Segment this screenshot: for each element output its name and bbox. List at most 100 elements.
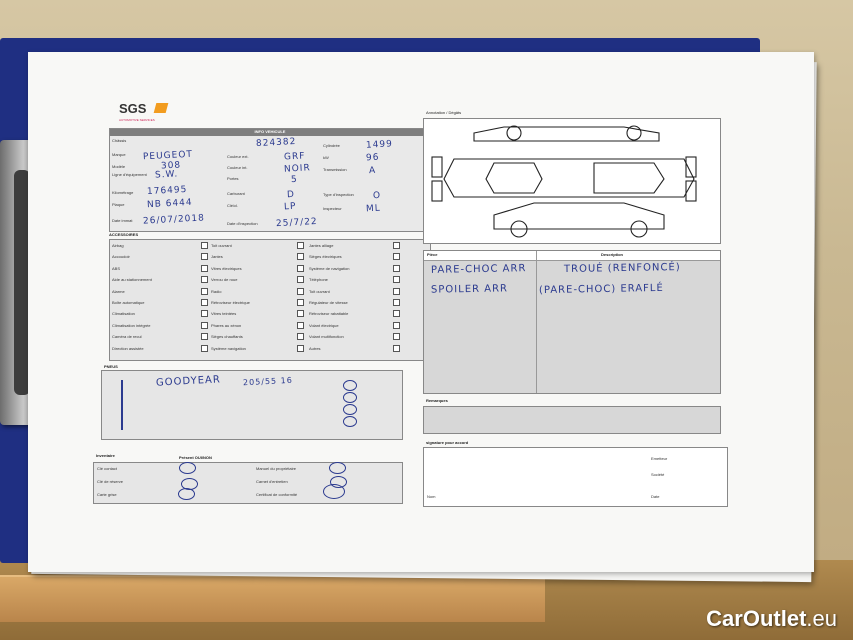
car-outline-diagram	[431, 125, 697, 238]
accessory-label: Radio	[211, 288, 222, 294]
accessory-checkbox[interactable]	[297, 287, 304, 295]
accessory-checkbox[interactable]	[297, 264, 304, 272]
label-ligne: Ligne d'équipement	[112, 172, 147, 177]
accessory-checkbox[interactable]	[297, 299, 304, 306]
accessory-checkbox[interactable]	[201, 333, 208, 341]
accessoires-header: ACCESSOIRES	[109, 232, 139, 237]
hw-type-insp: O	[372, 190, 382, 202]
label-marque: Marque	[112, 152, 126, 157]
accessory-label: Volant multifonction	[309, 334, 344, 340]
hw-cle: LP	[283, 201, 297, 213]
accessory-label: Toit ouvrant	[211, 243, 232, 248]
inv-carnet: Carnet d'entretien	[256, 479, 288, 484]
accessory-checkbox[interactable]	[201, 242, 208, 249]
accessory-checkbox[interactable]	[201, 344, 208, 352]
accessory-label: Alarme	[112, 288, 125, 294]
accessory-label: Phares au xénon	[211, 322, 242, 328]
accessory-checkbox[interactable]	[393, 333, 400, 341]
label-type-insp: Type d'inspection	[323, 192, 354, 197]
hw-damage1-desc: TROUÉ (RENFONCÉ)	[563, 261, 681, 276]
accessory-checkbox[interactable]	[297, 321, 304, 329]
accessory-label: Vitres teintées	[211, 311, 237, 317]
accessory-label: Airbag	[112, 243, 124, 248]
accessory-checkbox[interactable]	[297, 310, 304, 318]
signature-header: signature pour accord	[426, 440, 469, 445]
hw-carburant: D	[286, 189, 296, 201]
label-chassis: Châssis	[112, 138, 127, 143]
annotation-header: Annotation / Dégâts	[426, 110, 462, 115]
hw-inspecteur: ML	[365, 203, 382, 215]
inv-certificat: Certificat de conformité	[256, 492, 298, 497]
vehicle-info-block: INFO VEHICULE	[109, 128, 431, 232]
accessory-label: ABS	[112, 265, 121, 271]
present-header: Présent OUI/NON	[179, 455, 212, 460]
accessory-checkbox[interactable]	[201, 264, 208, 272]
inv-circle-1	[179, 462, 196, 474]
accessory-label: Jantes	[211, 254, 223, 260]
label-transmission: Transmission	[323, 167, 347, 172]
hw-ligne: S.W.	[154, 169, 179, 181]
accessory-checkbox[interactable]	[297, 344, 304, 352]
accessory-checkbox[interactable]	[201, 276, 208, 284]
accessory-checkbox[interactable]	[393, 344, 400, 352]
accessory-label: Climatisation	[112, 311, 135, 317]
accessory-checkbox[interactable]	[393, 299, 400, 306]
caroutlet-watermark: CarOutlet.eu	[706, 606, 837, 631]
accessory-checkbox[interactable]	[201, 310, 208, 318]
accessory-label: Vitres électriques	[211, 265, 242, 271]
accessory-checkbox[interactable]	[201, 253, 208, 261]
accessory-checkbox[interactable]	[393, 310, 400, 318]
inventory-block	[93, 462, 403, 504]
accessory-checkbox[interactable]	[297, 253, 304, 261]
hw-cylindree: 1499	[365, 139, 394, 151]
accessory-checkbox[interactable]	[393, 276, 400, 284]
accessory-checkbox[interactable]	[297, 242, 304, 249]
accessory-checkbox[interactable]	[201, 299, 208, 306]
tire-circle-1	[343, 380, 357, 391]
hw-transmission: A	[368, 165, 377, 177]
accessory-checkbox[interactable]	[201, 287, 208, 295]
label-kw: kW	[323, 155, 329, 160]
label-modele: Modèle	[112, 164, 126, 169]
accessory-label: Boîte automatique	[112, 300, 145, 305]
accessory-label: Aide au stationnement	[112, 277, 152, 283]
label-km: Kilométrage	[112, 190, 134, 195]
inventaire-header: Inventaire	[96, 453, 115, 458]
hw-couleur-int: NOIR	[283, 163, 311, 175]
info-header: INFO VEHICULE	[110, 129, 430, 136]
hw-couleur-ext: GRF	[283, 151, 306, 163]
sig-emetteur: Emetteur	[651, 456, 668, 461]
inv-cle-reserve: Clé de réserve	[97, 479, 124, 484]
label-couleur-ext: Couleur ext.	[227, 154, 249, 159]
accessory-checkbox[interactable]	[393, 264, 400, 272]
accessory-label: Rétroviseur électrique	[211, 300, 250, 305]
accessory-checkbox[interactable]	[393, 253, 400, 261]
inv-carte-grise: Carte grise	[97, 492, 117, 497]
label-date-immat: Date immat	[112, 218, 133, 223]
label-cylindree: Cylindrée	[323, 143, 340, 148]
accessory-label: Climatisation intégrée	[112, 322, 151, 328]
accessory-checkbox[interactable]	[297, 333, 304, 341]
accessory-label: Téléphone	[309, 277, 328, 283]
hw-km: 176495	[146, 184, 188, 198]
sig-societe: Société	[651, 472, 665, 477]
label-carburant: Carburant	[227, 191, 245, 196]
remarques-header: Remarques	[426, 398, 448, 403]
accessory-checkbox[interactable]	[297, 276, 304, 284]
inv-manuel: Manuel du propriétaire	[256, 466, 297, 471]
inv-circle-6	[323, 484, 345, 499]
remarques-box	[423, 406, 721, 434]
accessory-checkbox[interactable]	[393, 321, 400, 329]
accessory-label: Autres	[309, 345, 321, 351]
hw-kw: 96	[365, 152, 380, 164]
accessory-checkbox[interactable]	[393, 242, 400, 249]
label-inspecteur: Inspecteur	[323, 206, 342, 211]
label-plaque: Plaque	[112, 202, 125, 207]
accessory-label: Jantes alliage	[309, 243, 334, 248]
accessory-checkbox[interactable]	[393, 287, 400, 295]
accessory-label: Toit ouvrant	[309, 288, 330, 294]
accessory-label: Système de navigation	[309, 265, 350, 271]
wooden-ledge	[0, 575, 545, 622]
accessory-checkbox[interactable]	[201, 321, 208, 329]
label-couleur-int: Couleur int.	[227, 165, 248, 170]
